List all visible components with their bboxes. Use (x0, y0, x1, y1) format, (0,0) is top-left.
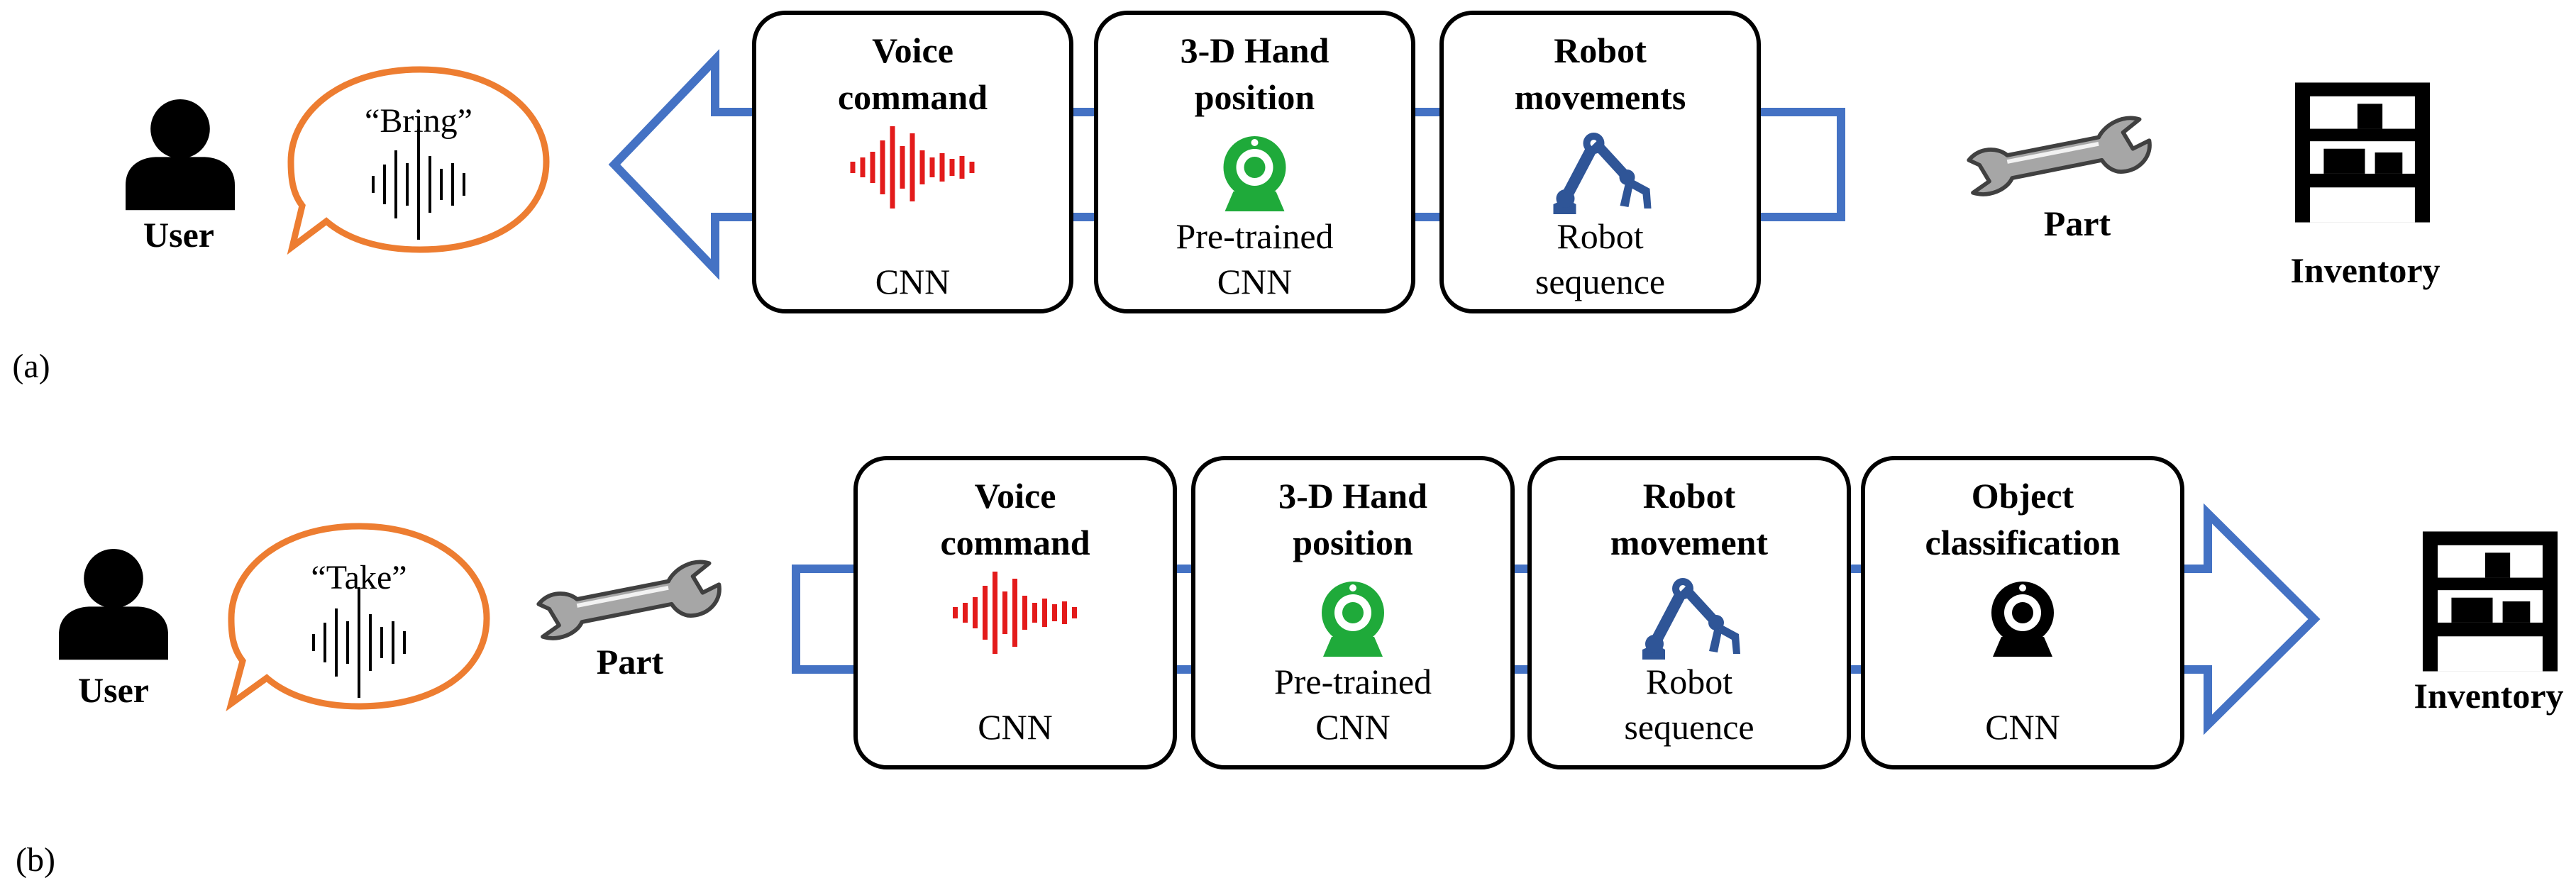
user-icon (126, 99, 235, 211)
part-label: Part (2044, 204, 2111, 243)
block-title-line2: movements (1515, 77, 1686, 117)
user-icon (59, 549, 168, 660)
block-title-line1: Object (1972, 476, 2074, 516)
block-frame (1439, 11, 1761, 313)
block-frame (1527, 456, 1851, 769)
block-title-line2: command (838, 77, 988, 117)
block-sub-line1: Pre-trained (1274, 662, 1432, 701)
block-title-line1: Voice (872, 30, 953, 70)
block-sub-line2: sequence (1624, 707, 1754, 747)
block-sub-line1: Robot (1557, 216, 1643, 256)
block-sub-line2: CNN (875, 262, 951, 301)
block-sub-line1: Robot (1646, 662, 1732, 701)
wrench-icon (1969, 118, 2150, 194)
block-title-line2: command (940, 523, 1090, 562)
user-label: User (143, 215, 214, 255)
block-sub-line1: Pre-trained (1176, 216, 1333, 256)
webcam-icon (1991, 582, 2054, 657)
wrench-icon (538, 562, 719, 638)
block-title-line1: Voice (975, 476, 1056, 516)
inventory-shelf-icon (2294, 82, 2431, 223)
block-title-line1: 3-D Hand (1278, 476, 1427, 516)
block-title-line1: Robot (1554, 30, 1647, 70)
block-title-line2: classification (1925, 523, 2121, 562)
block-sub-line2: CNN (1315, 707, 1391, 747)
inventory-shelf-icon (2422, 531, 2558, 672)
block-sub-line2: CNN (1985, 707, 2060, 747)
block-title-line1: Robot (1643, 476, 1736, 516)
inventory-label: Inventory (2290, 250, 2440, 290)
panel-tag: (a) (12, 348, 50, 385)
webcam-icon (1322, 582, 1384, 657)
part-label: Part (597, 642, 664, 682)
block-title-line2: movement (1610, 523, 1768, 562)
panel-tag: (b) (16, 841, 55, 879)
user-label: User (78, 670, 149, 710)
block-sub-line2: sequence (1535, 262, 1665, 301)
inventory-label: Inventory (2414, 676, 2563, 716)
block-title-line2: position (1293, 523, 1413, 562)
block-title-line1: 3-D Hand (1181, 30, 1330, 70)
block-sub-line2: CNN (978, 707, 1053, 747)
block-title-line2: position (1195, 77, 1315, 117)
block-sub-line2: CNN (1217, 262, 1293, 301)
webcam-icon (1223, 136, 1286, 211)
